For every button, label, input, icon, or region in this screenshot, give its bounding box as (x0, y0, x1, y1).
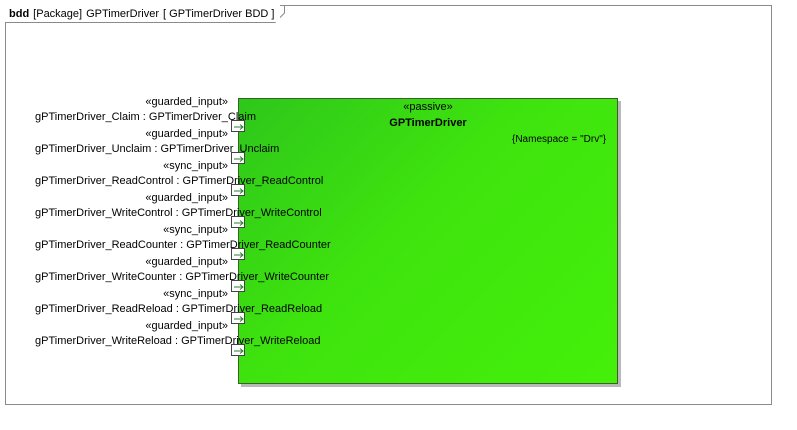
block-gptimerdriver[interactable] (238, 98, 618, 384)
port-label: gPTimerDriver_ReadCounter : GPTimerDrive… (35, 239, 331, 251)
port-label: gPTimerDriver_ReadReload : GPTimerDriver… (35, 303, 323, 315)
port-stereotype: «guarded_input» (145, 192, 228, 204)
block-name: GPTimerDriver (389, 117, 467, 129)
port-label: gPTimerDriver_ReadControl : GPTimerDrive… (35, 175, 324, 187)
port-label: gPTimerDriver_Unclaim : GPTimerDriver_Un… (35, 143, 280, 155)
port-label: gPTimerDriver_Claim : GPTimerDriver_Clai… (35, 111, 257, 123)
frame-header: bdd [Package] GPTimerDriver [ GPTimerDri… (5, 5, 281, 22)
port-box[interactable] (231, 216, 245, 228)
diagram-name: [ GPTimerDriver BDD ] (163, 7, 275, 20)
port-box[interactable] (231, 344, 245, 356)
arrow-right-icon (234, 156, 244, 162)
arrow-right-icon (234, 220, 244, 226)
diagram-owner: GPTimerDriver (86, 7, 160, 20)
port-box[interactable] (231, 312, 245, 324)
port-label: gPTimerDriver_WriteReload : GPTimerDrive… (35, 335, 321, 347)
port-box[interactable] (231, 152, 245, 164)
arrow-right-icon (234, 348, 244, 354)
port-box[interactable] (231, 120, 245, 132)
block-tagged-value: {Namespace = "Drv"} (512, 134, 607, 145)
port-label: gPTimerDriver_WriteCounter : GPTimerDriv… (35, 271, 330, 283)
port-stereotype: «sync_input» (163, 160, 228, 172)
arrow-right-icon (234, 188, 244, 194)
arrow-right-icon (234, 316, 244, 322)
port-stereotype: «sync_input» (163, 224, 228, 236)
arrow-right-icon (234, 124, 244, 130)
port-box[interactable] (231, 280, 245, 292)
port-stereotype: «guarded_input» (145, 128, 228, 140)
port-stereotype: «guarded_input» (145, 256, 228, 268)
port-label: gPTimerDriver_WriteControl : GPTimerDriv… (35, 207, 322, 219)
diagram-package: [Package] (33, 7, 83, 20)
block-stereotype: «passive» (403, 101, 453, 113)
port-box[interactable] (231, 248, 245, 260)
port-stereotype: «guarded_input» (145, 320, 228, 332)
port-box[interactable] (231, 184, 245, 196)
port-stereotype: «sync_input» (163, 288, 228, 300)
arrow-right-icon (234, 284, 244, 290)
port-stereotype: «guarded_input» (145, 96, 228, 108)
diagram-kind: bdd (9, 7, 30, 20)
arrow-right-icon (234, 252, 244, 258)
